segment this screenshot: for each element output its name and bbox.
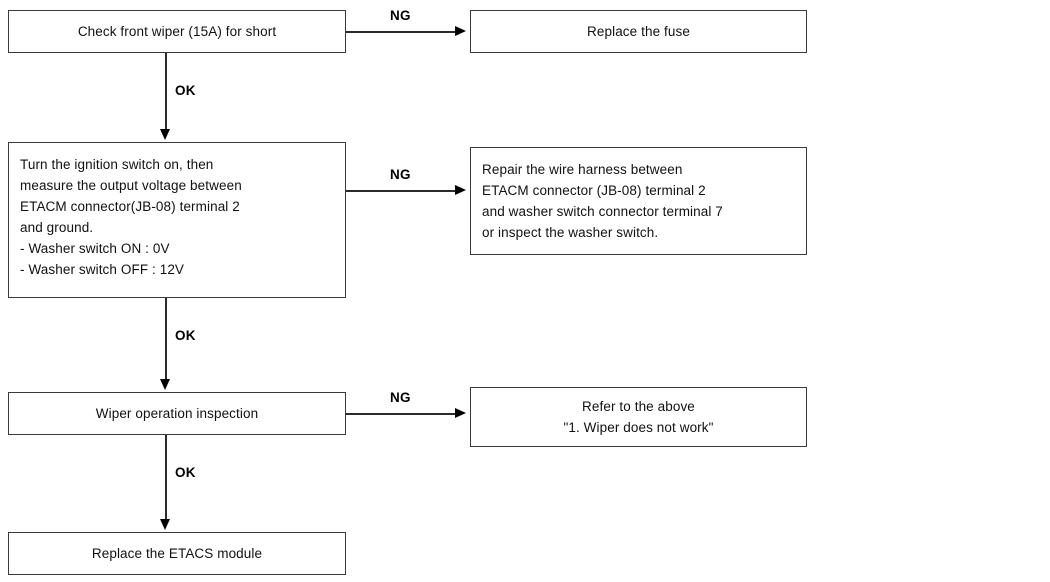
connector-ng-1-arrowhead (455, 26, 466, 36)
connector-ng-3-arrowhead (455, 408, 466, 418)
edge-label-ok-1: OK (175, 83, 196, 98)
node-refer-to-the-above[interactable]: Refer to the above "1. Wiper does not wo… (470, 387, 807, 447)
connector-ng-3-line (346, 413, 462, 415)
node-replace-the-fuse-label: Replace the fuse (587, 24, 690, 39)
connector-ok-1-arrowhead (160, 129, 170, 140)
connector-ok-1-line (165, 53, 167, 131)
edge-label-ng-2: NG (390, 167, 411, 182)
node-measure-output-voltage-label: Turn the ignition switch on, then measur… (20, 157, 242, 277)
connector-ng-2-arrowhead (455, 185, 466, 195)
node-replace-the-fuse[interactable]: Replace the fuse (470, 10, 807, 53)
node-check-front-wiper-fuse[interactable]: Check front wiper (15A) for short (8, 10, 346, 53)
node-wiper-operation-inspection-label: Wiper operation inspection (95, 406, 259, 421)
node-repair-wire-harness-label: Repair the wire harness between ETACM co… (482, 162, 723, 240)
edge-label-ng-3: NG (390, 390, 411, 405)
node-repair-wire-harness[interactable]: Repair the wire harness between ETACM co… (470, 147, 807, 255)
node-wiper-operation-inspection[interactable]: Wiper operation inspection (8, 392, 346, 435)
node-replace-etacs-module[interactable]: Replace the ETACS module (8, 532, 346, 575)
connector-ng-2-line (346, 190, 462, 192)
connector-ok-3-line (165, 435, 167, 521)
connector-ng-1-line (346, 31, 462, 33)
node-replace-etacs-module-label: Replace the ETACS module (91, 546, 263, 561)
node-measure-output-voltage[interactable]: Turn the ignition switch on, then measur… (8, 142, 346, 298)
connector-ok-2-line (165, 298, 167, 381)
node-refer-to-the-above-label: Refer to the above "1. Wiper does not wo… (563, 399, 714, 435)
connector-ok-2-arrowhead (160, 379, 170, 390)
node-check-front-wiper-fuse-label: Check front wiper (15A) for short (77, 24, 277, 39)
connector-ok-3-arrowhead (160, 519, 170, 530)
edge-label-ok-2: OK (175, 328, 196, 343)
edge-label-ng-1: NG (390, 8, 411, 23)
edge-label-ok-3: OK (175, 465, 196, 480)
